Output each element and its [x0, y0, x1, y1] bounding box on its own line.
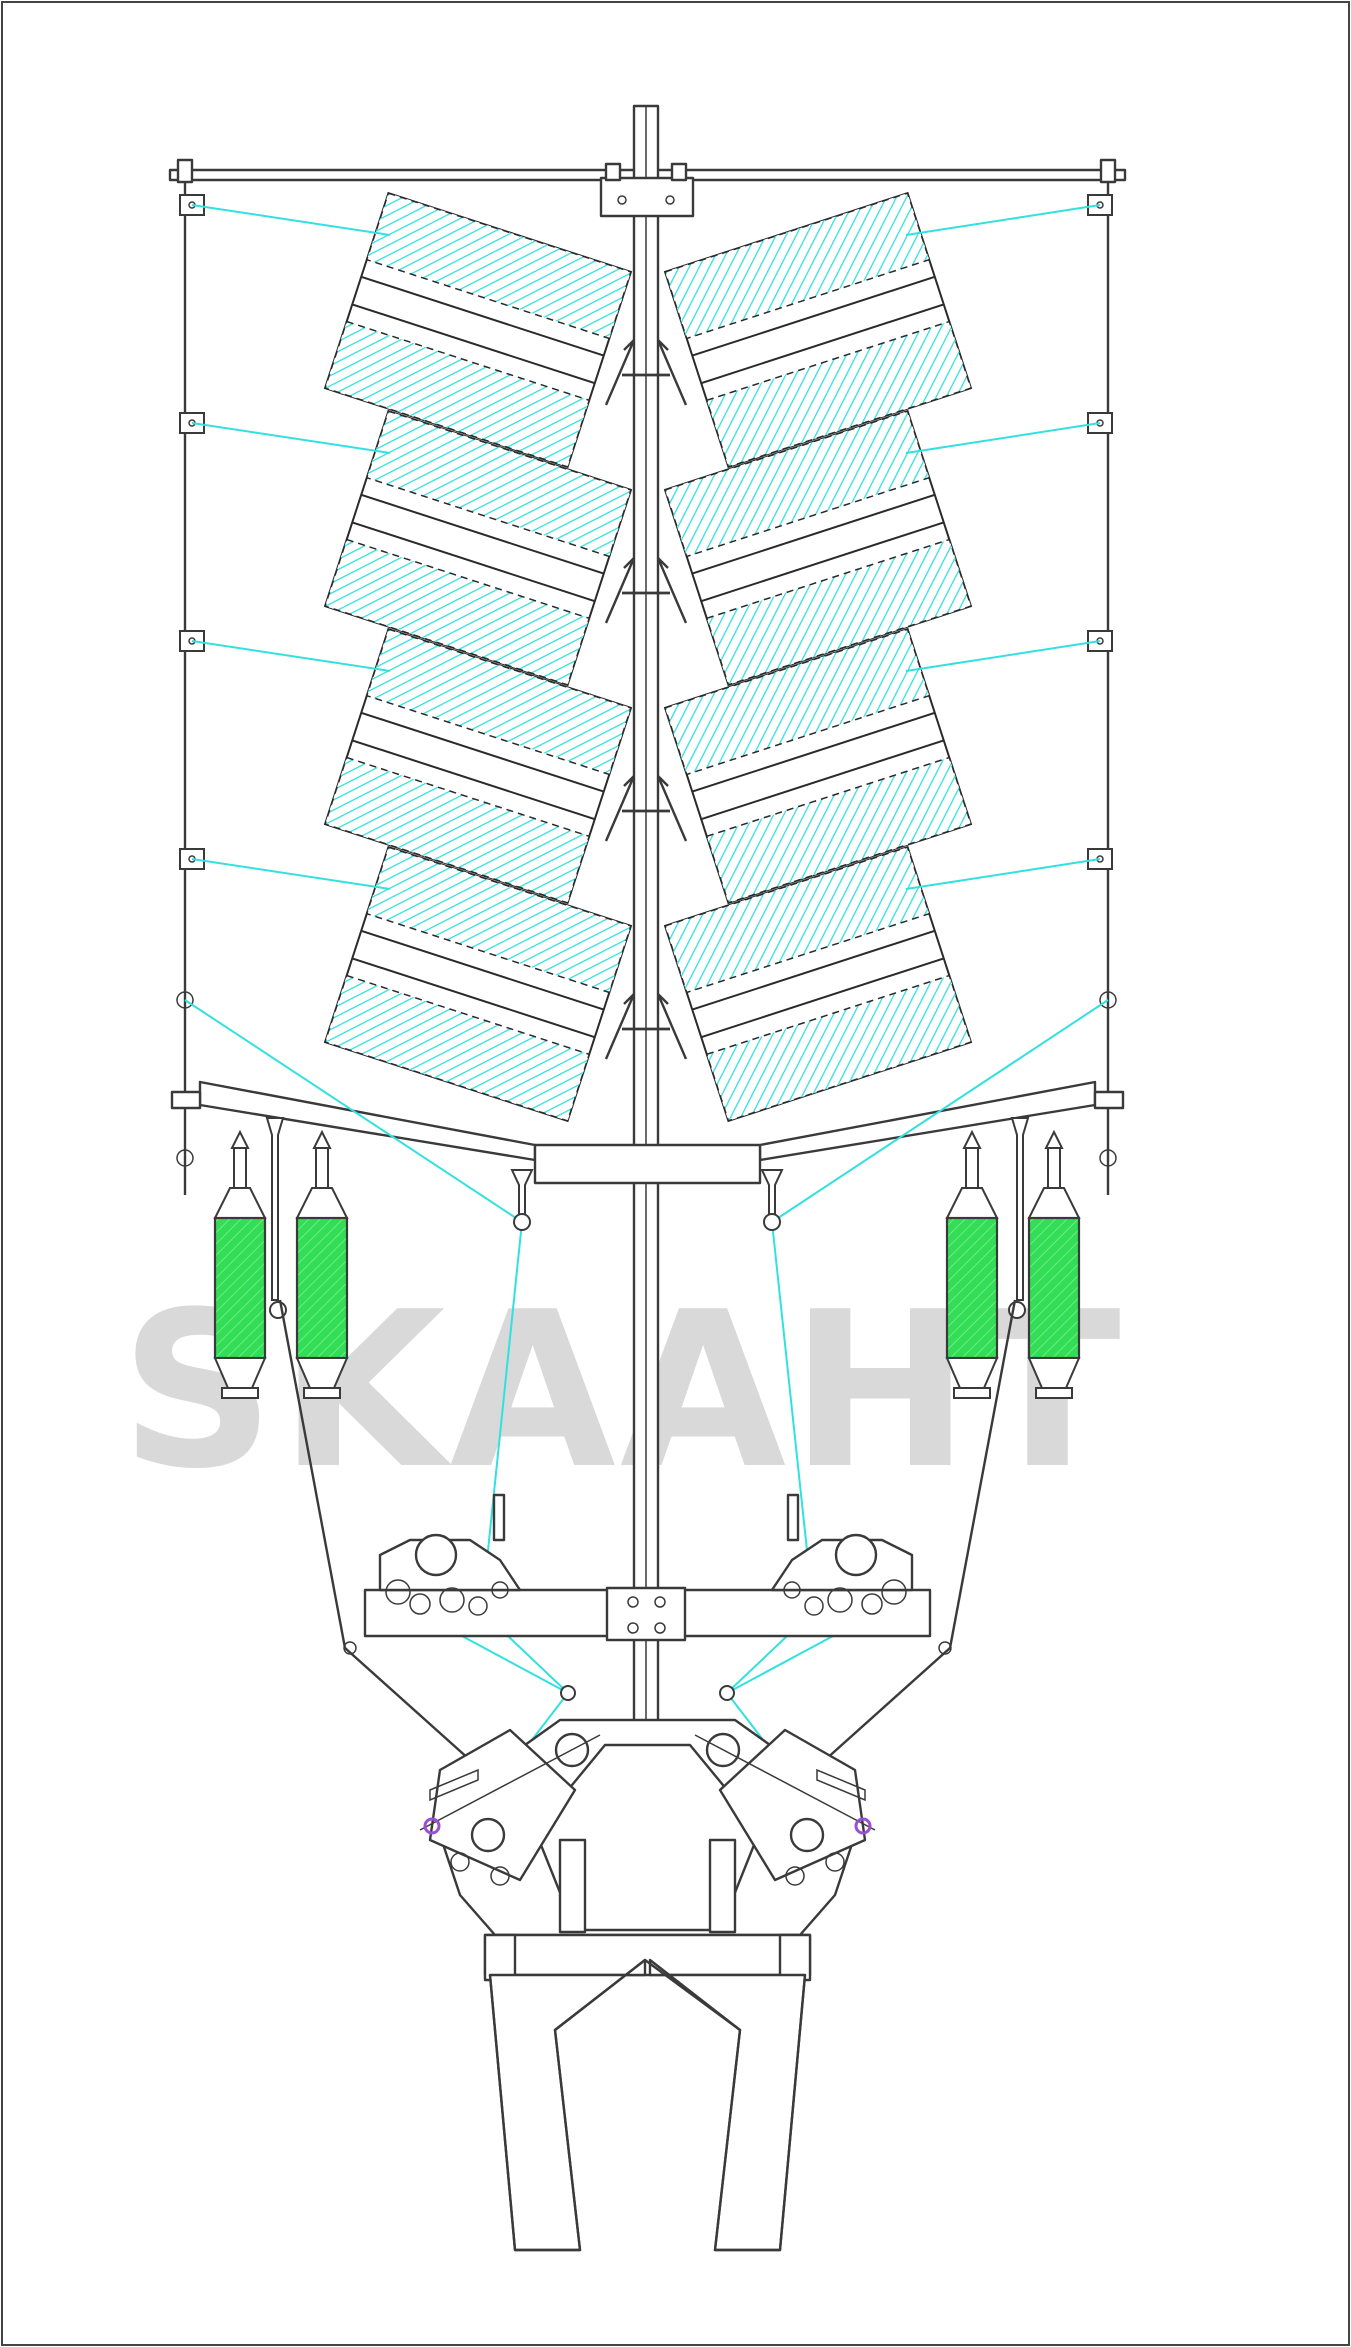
head-yarn-guide-2 — [719, 1685, 735, 1701]
creel-package-right-4 — [663, 845, 973, 1123]
yarn-package-right-1 — [905, 204, 1101, 236]
creel-package-right-2 — [663, 409, 973, 687]
package-yarn-band-bottom — [705, 538, 972, 686]
creel-center-block — [533, 1143, 762, 1185]
drafting-assembly — [278, 1299, 1017, 1761]
creel-package-left-3 — [323, 627, 633, 905]
package-yarn-band-bottom — [324, 756, 591, 904]
package-holder-arm — [604, 993, 636, 1060]
can-neck — [315, 1147, 329, 1189]
can-body — [213, 1216, 267, 1360]
package-core-line — [700, 521, 945, 603]
package-yarn-band-top — [664, 628, 931, 776]
can-body — [295, 1216, 349, 1360]
package-core-line — [360, 929, 605, 1011]
package-yarn-band-bottom — [705, 756, 972, 904]
package-holder-arm — [604, 557, 636, 624]
package-core-line — [700, 303, 945, 385]
roving-can-1 — [213, 1129, 267, 1399]
package-core-line — [691, 275, 936, 357]
package-core-line — [691, 711, 936, 793]
yarn-package-left-4 — [191, 858, 391, 890]
yarn-package-right-3 — [905, 640, 1101, 672]
package-yarn-band-top — [365, 846, 632, 994]
package-holder-arm — [656, 993, 688, 1060]
can-body — [945, 1216, 999, 1360]
creel-package-right-3 — [663, 627, 973, 905]
package-core-line — [360, 493, 605, 575]
package-yarn-band-top — [365, 410, 632, 558]
package-yarn-band-top — [664, 846, 931, 994]
package-yarn-band-bottom — [705, 974, 972, 1122]
can-hanger-2 — [1010, 1117, 1030, 1301]
package-yarn-band-bottom — [324, 974, 591, 1122]
base-legs — [488, 1958, 807, 2252]
roving-can-3 — [945, 1129, 999, 1399]
creel-package-right-1 — [663, 191, 973, 469]
can-foot — [221, 1387, 259, 1399]
yarn-package-left-3 — [191, 640, 391, 672]
mast-top-bracket — [599, 176, 695, 218]
creel-packages — [179, 191, 1113, 1123]
creel-package-left-2 — [323, 409, 633, 687]
can-foot — [1035, 1387, 1073, 1399]
yarn-eyelet-1 — [513, 1213, 531, 1231]
yarn-eyelet-2 — [763, 1213, 781, 1231]
can-foot — [303, 1387, 341, 1399]
creel-package-left-4 — [323, 845, 633, 1123]
yarn-package-right-2 — [905, 422, 1101, 454]
package-yarn-band-top — [365, 628, 632, 776]
package-core-line — [691, 493, 936, 575]
package-yarn-band-top — [664, 192, 931, 340]
package-holder-arm — [604, 775, 636, 842]
roving-can-2 — [295, 1129, 349, 1399]
package-core-line — [700, 739, 945, 821]
can-hanger-1 — [265, 1117, 285, 1301]
can-foot — [953, 1387, 991, 1399]
can-neck — [1047, 1147, 1061, 1189]
can-neck — [965, 1147, 979, 1189]
package-holder-arm — [656, 557, 688, 624]
yarn-package-left-2 — [191, 422, 391, 454]
package-core-line — [351, 303, 596, 385]
package-yarn-band-top — [365, 192, 632, 340]
roving-cans — [213, 1117, 1081, 1701]
package-holder-arm — [604, 339, 636, 406]
machine-base — [483, 1933, 812, 2252]
creel-package-left-1 — [323, 191, 633, 469]
package-core-line — [691, 929, 936, 1011]
package-core-line — [351, 739, 596, 821]
yarn-package-right-4 — [905, 858, 1101, 890]
package-holder-arm — [656, 339, 688, 406]
package-yarn-band-bottom — [705, 320, 972, 468]
roving-can-4 — [1027, 1129, 1081, 1399]
package-yarn-band-top — [664, 410, 931, 558]
spinning-head — [419, 1718, 876, 1937]
package-core-line — [360, 711, 605, 793]
package-core-line — [360, 275, 605, 357]
package-yarn-band-bottom — [324, 320, 591, 468]
package-yarn-band-bottom — [324, 538, 591, 686]
package-core-line — [351, 957, 596, 1039]
head-yarn-guide-1 — [560, 1685, 576, 1701]
can-neck — [233, 1147, 247, 1189]
package-core-line — [351, 521, 596, 603]
yarn-package-left-1 — [191, 204, 391, 236]
package-core-line — [700, 957, 945, 1039]
can-body — [1027, 1216, 1081, 1360]
package-holder-arm — [656, 775, 688, 842]
